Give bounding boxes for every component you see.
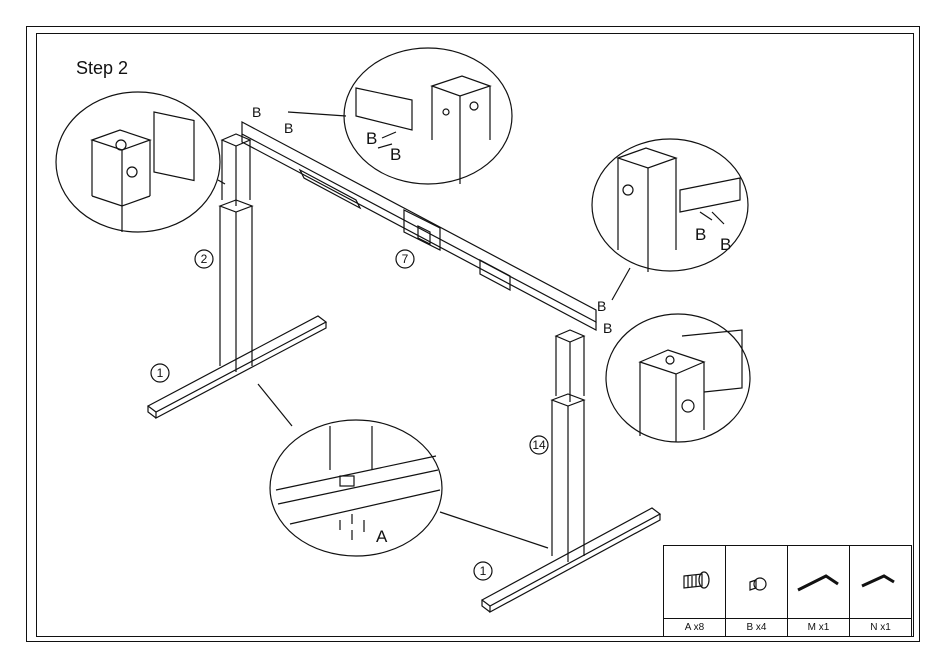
hardware-label: M x1 (788, 618, 850, 636)
callout-b: B (252, 104, 261, 120)
hardware-a-cell (664, 546, 726, 618)
bolt-icon (664, 546, 726, 618)
screw-icon (726, 546, 788, 618)
hardware-b-cell (726, 546, 788, 618)
part-number-foot-left: 1 (157, 366, 164, 380)
callout-b: B (390, 145, 401, 164)
left-leg (220, 134, 252, 372)
allen-key-icon (850, 546, 911, 618)
crossbar (242, 122, 596, 330)
allen-key-icon (788, 546, 850, 618)
right-leg (552, 330, 584, 562)
hardware-label: A x8 (664, 618, 726, 636)
hardware-legend: A x8 B x4 M x1 N x1 (663, 545, 912, 637)
callout-a: A (376, 527, 388, 546)
zoom-circle-bottom-center (270, 420, 442, 556)
right-foot (482, 508, 660, 612)
zoom-circle-top-left (56, 92, 220, 232)
leader-top-middle (288, 112, 346, 116)
hardware-n-cell (850, 546, 911, 618)
zoom-circle-right-bottom (606, 314, 750, 442)
callout-b: B (720, 235, 731, 254)
part-number-foot-right: 1 (480, 564, 487, 578)
hardware-m-cell (788, 546, 850, 618)
zoom-circle-top-middle (344, 48, 512, 184)
callout-b: B (366, 129, 377, 148)
hardware-label: B x4 (726, 618, 788, 636)
hardware-label: N x1 (850, 618, 911, 636)
leader-bottom-right (440, 512, 548, 548)
part-number-leg-right: 14 (532, 438, 546, 452)
part-number-leg-top-left: 2 (201, 252, 208, 266)
leader-right-top (612, 268, 630, 300)
callout-b: B (284, 120, 293, 136)
callout-b: B (695, 225, 706, 244)
leader-bottom-left (258, 384, 292, 426)
callout-b: B (597, 298, 606, 314)
callout-b: B (603, 320, 612, 336)
part-number-crossbar: 7 (402, 252, 409, 266)
left-foot (148, 316, 326, 418)
